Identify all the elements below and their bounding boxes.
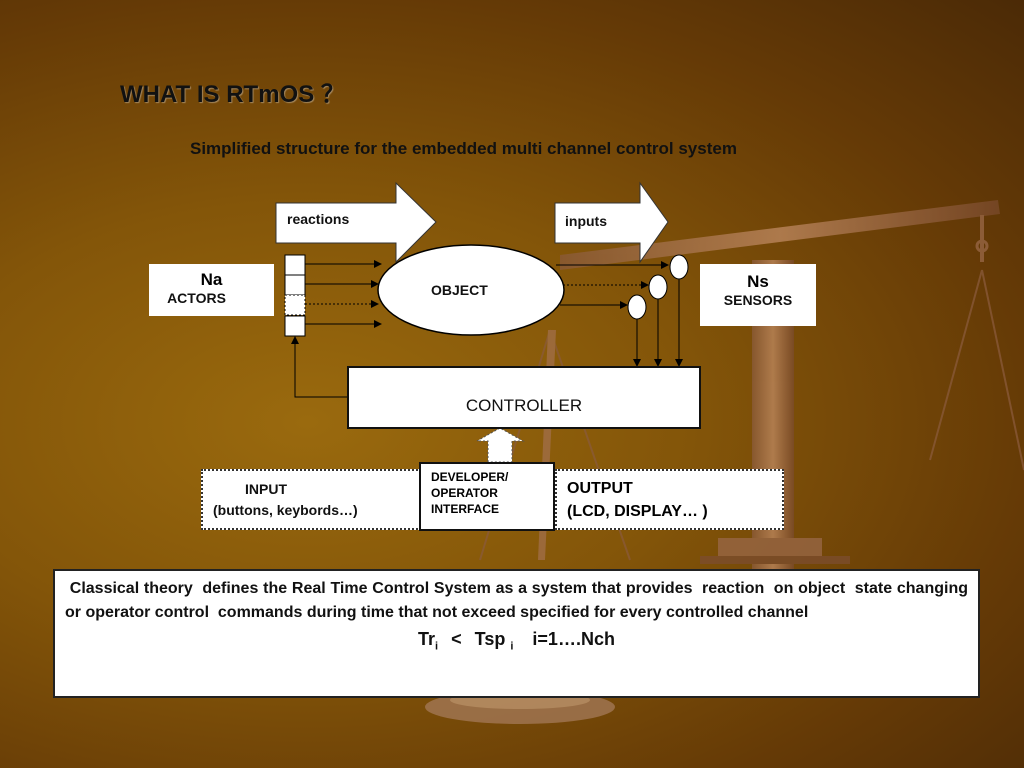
- formula-tsp: Tsp: [474, 629, 506, 649]
- actors-label: ACTORS: [167, 290, 226, 306]
- inputs-label: inputs: [565, 213, 607, 229]
- formula-range: i=1….Nch: [532, 629, 615, 649]
- formula-less-than: <: [451, 629, 462, 649]
- inputs-arrow-shape: [554, 181, 669, 264]
- input-label: INPUT: [245, 481, 287, 497]
- actors-box: Na ACTORS: [149, 264, 274, 316]
- sensor-node: [648, 274, 668, 300]
- slide-subtitle: Simplified structure for the embedded mu…: [190, 139, 737, 158]
- input-box: INPUT (buttons, keybords…): [201, 469, 422, 530]
- sensor-node: [669, 254, 689, 280]
- formula-tsp-sub: i: [510, 640, 514, 653]
- developer-line1: DEVELOPER/: [431, 470, 509, 484]
- actors-count: Na: [200, 270, 223, 289]
- sensors-box: Ns SENSORS: [700, 264, 816, 326]
- output-box: OUTPUT (LCD, DISPLAY… ): [555, 469, 784, 530]
- developer-interface-box: DEVELOPER/ OPERATOR INTERFACE: [419, 462, 555, 531]
- output-examples: (LCD, DISPLAY… ): [567, 503, 708, 520]
- input-examples: (buttons, keybords…): [213, 502, 358, 518]
- reactions-arrow-shape: [275, 181, 437, 264]
- output-label: OUTPUT: [567, 480, 633, 497]
- formula-tr: Tr: [418, 629, 436, 649]
- definition-note: Classical theory defines the Real Time C…: [53, 569, 980, 698]
- actor-cell: [284, 254, 306, 276]
- sensors-count: Ns: [747, 272, 769, 291]
- object-ellipse: [377, 244, 565, 336]
- timing-formula: Tri < Tsp i i=1….Nch: [65, 627, 968, 659]
- controller-label: CONTROLLER: [465, 396, 583, 415]
- developer-line3: INTERFACE: [431, 502, 500, 516]
- definition-text: Classical theory defines the Real Time C…: [65, 580, 973, 621]
- sensors-label: SENSORS: [723, 292, 793, 308]
- object-label: OBJECT: [431, 282, 488, 298]
- slide-title: WHAT IS RTmOS ？: [120, 81, 345, 108]
- developer-up-arrow: [475, 427, 525, 463]
- controller-box: CONTROLLER: [347, 366, 701, 429]
- actor-cell: [284, 274, 306, 296]
- actor-cell: [284, 315, 306, 337]
- developer-line2: OPERATOR: [431, 486, 498, 500]
- actor-cell: [284, 294, 306, 316]
- sensor-node: [627, 294, 647, 320]
- reactions-label: reactions: [287, 211, 350, 227]
- formula-tr-sub: i: [435, 640, 439, 653]
